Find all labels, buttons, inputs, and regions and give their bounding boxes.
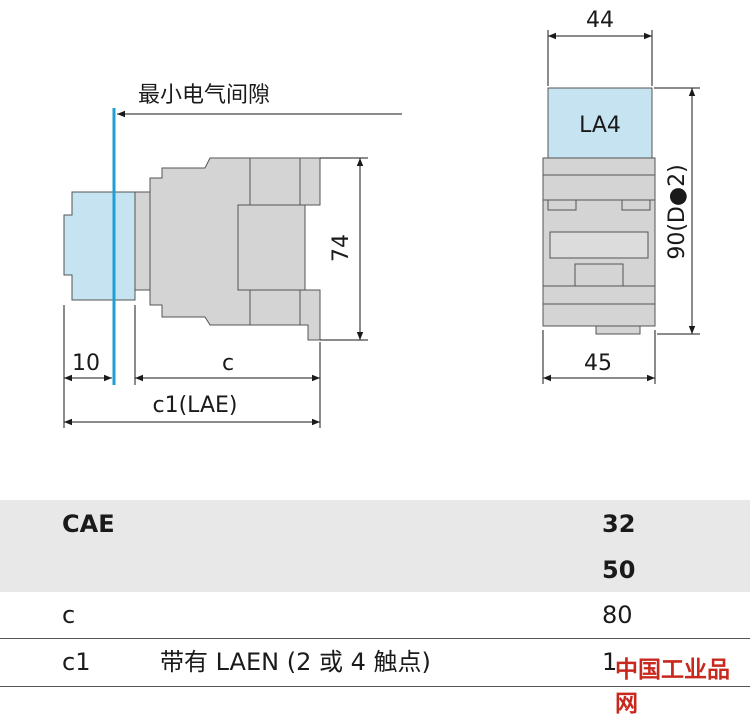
table-row: c 80 <box>0 592 750 638</box>
side-view: 最小电气间隙 74 10 c c1(LAE) <box>63 83 402 428</box>
row-value: 80 <box>602 601 633 629</box>
row-value: 1 <box>602 648 618 676</box>
row-label: CAE <box>62 510 115 538</box>
offset-dim-text: 10 <box>72 351 100 376</box>
row-label: c <box>62 601 76 629</box>
table-row: c1 带有 LAEN (2 或 4 触点) 1 <box>0 639 750 685</box>
row-value: 50 <box>602 556 636 584</box>
front-height-dim-text: 90(D●2) <box>665 164 690 259</box>
total-depth-dim-text: c1(LAE) <box>153 393 238 418</box>
top-width-dim-text: 44 <box>586 8 614 33</box>
table-divider <box>0 686 750 687</box>
la4-label: LA4 <box>579 113 621 138</box>
row-label: c1 <box>62 648 91 676</box>
table-divider <box>0 638 750 639</box>
row-desc: 带有 LAEN (2 或 4 触点) <box>160 648 431 676</box>
clearance-label: 最小电气间隙 <box>138 83 270 108</box>
depth-dim-text: c <box>222 351 234 376</box>
table-row: CAE 32 <box>0 500 750 546</box>
row-value: 32 <box>602 510 636 538</box>
dimension-drawing: 最小电气间隙 74 10 c c1(LAE) LA4 <box>63 8 700 428</box>
accessory-block <box>63 191 136 301</box>
front-view: LA4 44 90(D●2) 45 <box>542 8 700 384</box>
contactor-body <box>134 157 321 341</box>
table-row: 50 <box>0 546 750 592</box>
spec-table: CAE 32 50 c 80 c1 带有 LAEN (2 或 4 触点) 1 <box>0 500 750 687</box>
bottom-width-dim-text: 45 <box>584 351 612 376</box>
watermark-text: 中国工业品网 <box>615 657 730 717</box>
height-dim-text: 74 <box>329 234 354 262</box>
